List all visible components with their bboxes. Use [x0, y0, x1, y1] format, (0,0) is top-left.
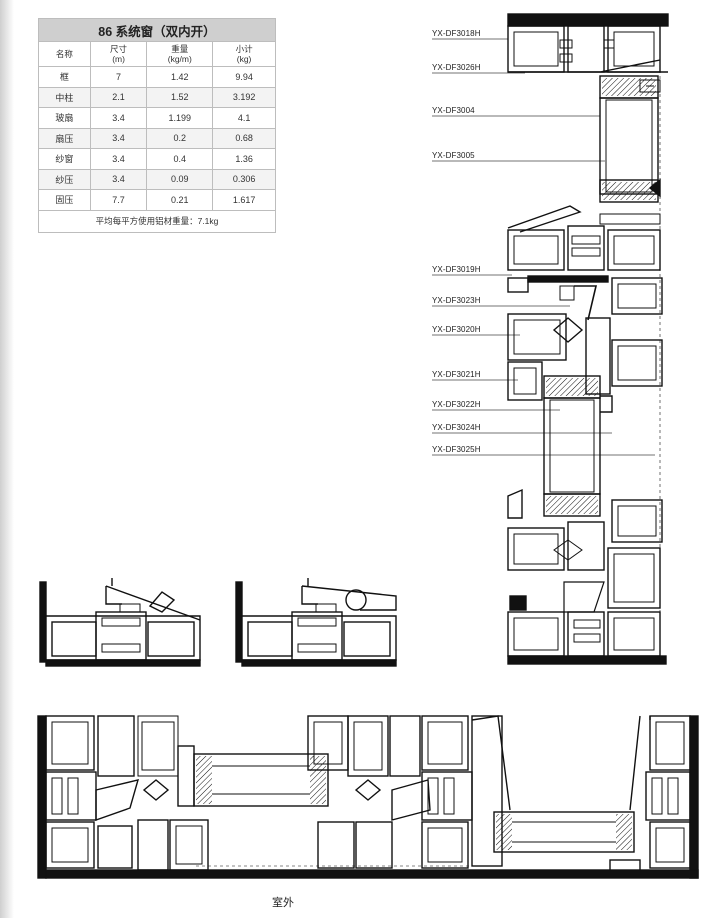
profile-label: YX-DF3019H	[432, 265, 481, 274]
page-edge-shadow	[0, 0, 14, 918]
profile-label: YX-DF3004	[432, 106, 475, 115]
profile-label: YX-DF3005	[432, 151, 475, 160]
profile-label: YX-DF3024H	[432, 423, 481, 432]
col-header-weight: 重量(kg/m)	[146, 41, 214, 67]
leader-lines	[432, 38, 655, 456]
cell-subtotal: 1.617	[212, 189, 276, 211]
sash-section-detail-2	[235, 578, 397, 667]
profile-label: YX-DF3025H	[432, 445, 481, 454]
profile-label: YX-DF3018H	[432, 29, 481, 38]
cell-subtotal: 3.192	[212, 86, 276, 108]
horizontal-section-drawing	[37, 715, 699, 879]
col-header-size: 尺寸(m)	[89, 41, 148, 67]
spec-table-footer: 平均每平方使用铝材重量：7.1kg	[38, 209, 276, 233]
cell-size: 3.4	[89, 107, 148, 129]
table-row: 中柱 2.1 1.52 3.192	[38, 86, 276, 108]
profile-label: YX-DF3020H	[432, 325, 481, 334]
cell-weight: 1.52	[146, 86, 214, 108]
profile-label: YX-DF3021H	[432, 370, 481, 379]
col-header-subtotal: 小计(kg)	[212, 41, 276, 67]
spec-table-title: 86 系统窗（双内开）	[38, 18, 276, 42]
vertical-section-drawing	[507, 13, 669, 665]
profile-label: YX-DF3026H	[432, 63, 481, 72]
outside-label: 室外	[272, 897, 294, 909]
cell-name: 扇压	[38, 127, 91, 149]
table-row: 固压 7.7 0.21 1.617	[38, 189, 276, 211]
table-row: 扇压 3.4 0.2 0.68	[38, 127, 276, 149]
cell-size: 7	[89, 66, 148, 88]
cell-subtotal: 4.1	[212, 107, 276, 129]
cell-name: 框	[38, 66, 91, 88]
sash-section-detail-1	[39, 578, 201, 667]
cell-name: 固压	[38, 189, 91, 211]
cell-size: 3.4	[89, 148, 148, 170]
col-header-name: 名称	[38, 41, 91, 67]
table-row: 框 7 1.42 9.94	[38, 66, 276, 88]
spec-table: 86 系统窗（双内开） 名称 尺寸(m) 重量(kg/m) 小计(kg) 框 7…	[38, 18, 276, 233]
cell-weight: 0.4	[146, 148, 214, 170]
cell-name: 中柱	[38, 86, 91, 108]
profile-label: YX-DF3022H	[432, 400, 481, 409]
cell-weight: 1.42	[146, 66, 214, 88]
cell-weight: 0.21	[146, 189, 214, 211]
profile-label: YX-DF3023H	[432, 296, 481, 305]
cell-weight: 0.09	[146, 168, 214, 190]
cell-subtotal: 9.94	[212, 66, 276, 88]
